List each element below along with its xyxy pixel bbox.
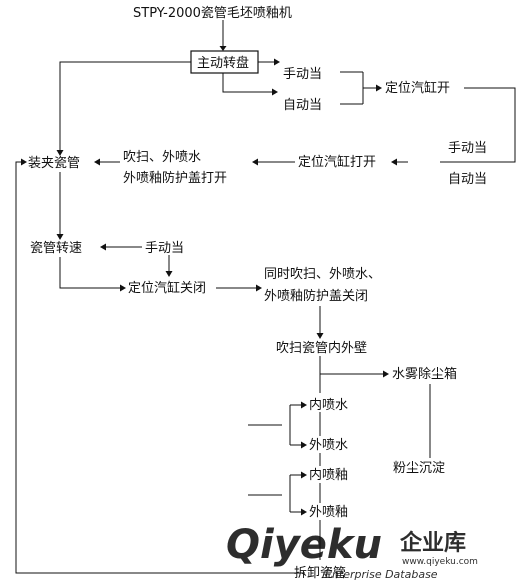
outer-glaze-cover-open: 外喷釉防护盖打开 [123,170,227,186]
arrow-head [21,158,27,166]
arrow-head [274,58,280,66]
arrow-head [252,158,258,166]
arrow-head [56,150,64,156]
arrow-head [383,370,389,378]
arrow-head [56,234,64,240]
arrow-head [256,284,262,292]
watermark-url-text: www.qiyeku.com [402,557,478,567]
watermark-sub-text: Enterprise Database [325,568,438,581]
node-labels: STPY-2000瓷管毛坯喷釉机 主动转盘 手动当 自动当 定位汽缸开 手动当 … [28,6,487,581]
clamp-tube: 装夹瓷管 [28,156,80,171]
arrow-head [94,158,100,166]
cylinder-open-1: 定位汽缸开 [385,80,450,96]
edge-merge-to-cylinder-open-1 [340,71,376,105]
arrow-head [301,508,307,516]
main-turntable-label: 主动转盘 [197,55,249,71]
auto-mode-2: 自动当 [448,172,487,187]
arrow-head [301,401,307,409]
edge-cylinder-open-1-to-mode-2 [440,87,516,163]
manual-mode-3: 手动当 [145,241,184,256]
edge-speed-to-cylinder-close [59,257,120,289]
qiyeku-watermark: Qiyeku 企业库 www.qiyeku.com Enterprise Dat… [226,522,478,581]
arrow-head [301,441,307,449]
arrow-head [301,471,307,479]
arrow-head [376,84,382,92]
diagram-title: STPY-2000瓷管毛坯喷釉机 [133,6,292,21]
edge-turntable-to-auto-1 [222,73,272,93]
watermark-logo-text: Qiyeku [226,522,382,568]
outer-glaze-spray: 外喷釉 [309,505,348,520]
water-mist-dust-box: 水雾除尘箱 [392,366,457,382]
manual-mode-2: 手动当 [448,141,487,156]
arrow-head [165,271,173,277]
manual-mode-1: 手动当 [283,67,322,82]
dust-settling: 粉尘沉淀 [393,461,445,476]
cylinder-close: 定位汽缸关闭 [128,280,206,296]
edge-unload-loop-to-clamp [15,161,305,574]
arrow-head [391,158,397,166]
tube-speed: 瓷管转速 [30,241,82,256]
inner-water-spray: 内喷水 [309,397,348,413]
auto-mode-1: 自动当 [283,98,322,113]
edge-turntable-loop-to-clamp [59,61,191,150]
watermark-cn-text: 企业库 [399,530,466,556]
cylinder-open-2: 定位汽缸打开 [298,154,376,170]
arrow-head [219,46,227,51]
blow-inner-outer-wall: 吹扫瓷管内外壁 [276,340,367,356]
simultaneous-blow: 同时吹扫、外喷水、 [264,267,381,282]
blow-outer-water: 吹扫、外喷水 [123,150,201,165]
arrow-head [100,243,106,251]
outer-water-spray: 外喷水 [309,438,348,453]
outer-glaze-cover-close: 外喷釉防护盖关闭 [264,288,368,304]
unload-tube: 拆卸瓷管 [294,565,346,581]
inner-glaze-spray: 内喷釉 [309,467,348,483]
arrow-head [120,284,126,292]
arrow-head [272,88,278,96]
arrow-head [316,333,324,339]
connectors [15,20,516,574]
